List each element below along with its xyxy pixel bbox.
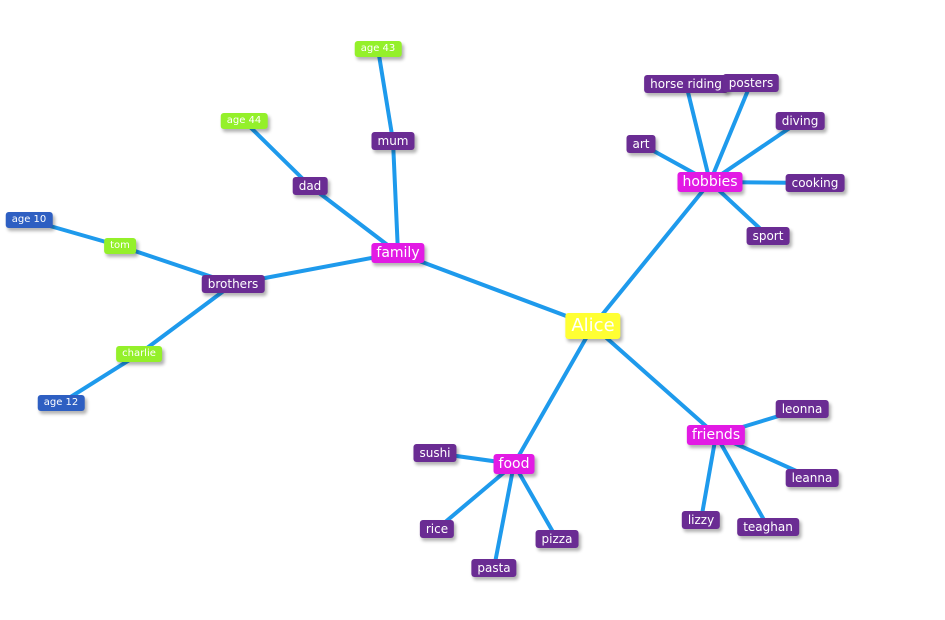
node-food-sushi[interactable]: sushi: [413, 444, 457, 462]
branch-node-family[interactable]: family: [371, 243, 425, 263]
node-hobby-posters[interactable]: posters: [722, 74, 780, 92]
connector-family-mum: [391, 139, 400, 255]
connector-brothers-charlie: [137, 282, 235, 356]
node-hobby-cooking[interactable]: cooking: [785, 174, 845, 192]
connector-food-pizza: [512, 462, 559, 541]
node-food-rice[interactable]: rice: [419, 520, 455, 538]
node-mum-age[interactable]: age 43: [354, 41, 402, 57]
connector-food-pasta: [492, 462, 516, 570]
connector-hobbies-posters: [708, 81, 753, 184]
branch-node-food[interactable]: food: [493, 454, 535, 474]
node-food-pizza[interactable]: pizza: [535, 530, 579, 548]
branch-node-friends[interactable]: friends: [686, 425, 746, 445]
node-hobby-sport[interactable]: sport: [746, 227, 790, 245]
connector-hobbies-diving: [708, 119, 802, 184]
connector-friends-teaghan: [714, 433, 770, 529]
node-friend-leonna[interactable]: leonna: [775, 400, 829, 418]
node-tom-age[interactable]: age 10: [5, 212, 53, 228]
connector-mum-age43: [376, 47, 395, 143]
node-hobby-art[interactable]: art: [626, 135, 656, 153]
connector-hobbies-horse: [684, 82, 712, 184]
connector-alice-family: [396, 251, 595, 328]
node-food-pasta[interactable]: pasta: [471, 559, 517, 577]
branch-node-hobbies[interactable]: hobbies: [677, 172, 743, 192]
node-charlie[interactable]: charlie: [116, 346, 162, 362]
node-dad-age[interactable]: age 44: [220, 113, 268, 129]
node-tom[interactable]: tom: [104, 238, 136, 254]
connector-food-rice: [435, 462, 516, 531]
connector-alice-hobbies: [591, 180, 712, 328]
connector-friends-lizzy: [699, 433, 718, 522]
node-hobby-horse-riding[interactable]: horse riding: [644, 75, 728, 93]
connector-dad-age44: [242, 119, 312, 188]
connector-family-dad: [308, 184, 400, 255]
connector-alice-friends: [591, 324, 718, 437]
node-hobby-diving[interactable]: diving: [775, 112, 825, 130]
node-charlie-age[interactable]: age 12: [37, 395, 85, 411]
node-friend-leanna[interactable]: leanna: [785, 469, 839, 487]
node-friend-lizzy[interactable]: lizzy: [681, 511, 721, 529]
node-mum[interactable]: mum: [371, 132, 415, 150]
connector-alice-food: [512, 324, 595, 466]
node-friend-teaghan[interactable]: teaghan: [737, 518, 799, 536]
connector-charlie-age12: [59, 352, 141, 405]
node-dad[interactable]: dad: [292, 177, 328, 195]
node-brothers[interactable]: brothers: [201, 275, 265, 293]
root-node-alice[interactable]: Alice: [565, 313, 621, 339]
